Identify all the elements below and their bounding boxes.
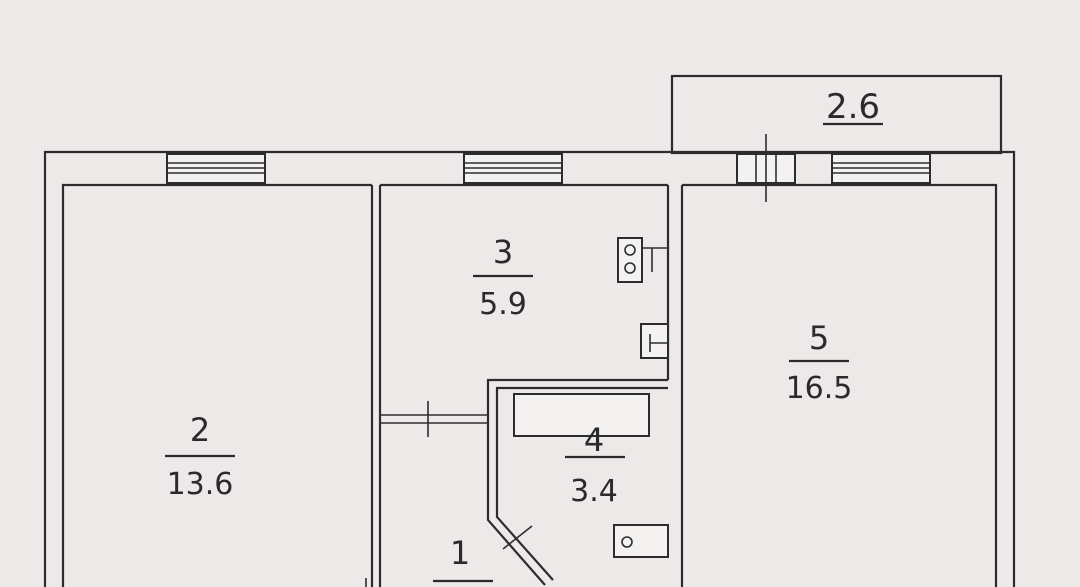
room-number: 1 [450, 534, 470, 572]
room-area: 13.6 [167, 467, 234, 502]
room-area: 16.5 [786, 371, 853, 406]
window-room-3 [463, 153, 563, 184]
window-room-5 [831, 153, 931, 184]
room-area: 5.9 [479, 287, 527, 322]
balcony-area-label: 2.6 [826, 87, 880, 127]
bathroom-walls [486, 378, 668, 586]
room-5-label: 5 16.5 [786, 319, 853, 406]
exterior-walls [43, 150, 1016, 587]
room-number: 3 [493, 233, 513, 271]
room-number: 2 [190, 411, 210, 449]
bathroom-door-mark [502, 525, 533, 550]
room-1-label: 1 [433, 534, 493, 583]
room-number: 4 [584, 421, 604, 459]
window-room-2 [166, 153, 266, 184]
balcony-door [736, 134, 796, 202]
bathtub-icon [513, 393, 650, 437]
washbasin-icon [613, 524, 669, 558]
room-number: 5 [809, 319, 829, 357]
room-area: 3.4 [570, 474, 618, 509]
room-3-label: 3 5.9 [473, 233, 533, 322]
room-4-label: 4 3.4 [565, 421, 625, 509]
interior-walls [365, 185, 684, 587]
kitchen-sink-icon [640, 323, 669, 359]
room-2-label: 2 13.6 [165, 411, 235, 502]
stove-icon [617, 237, 668, 283]
